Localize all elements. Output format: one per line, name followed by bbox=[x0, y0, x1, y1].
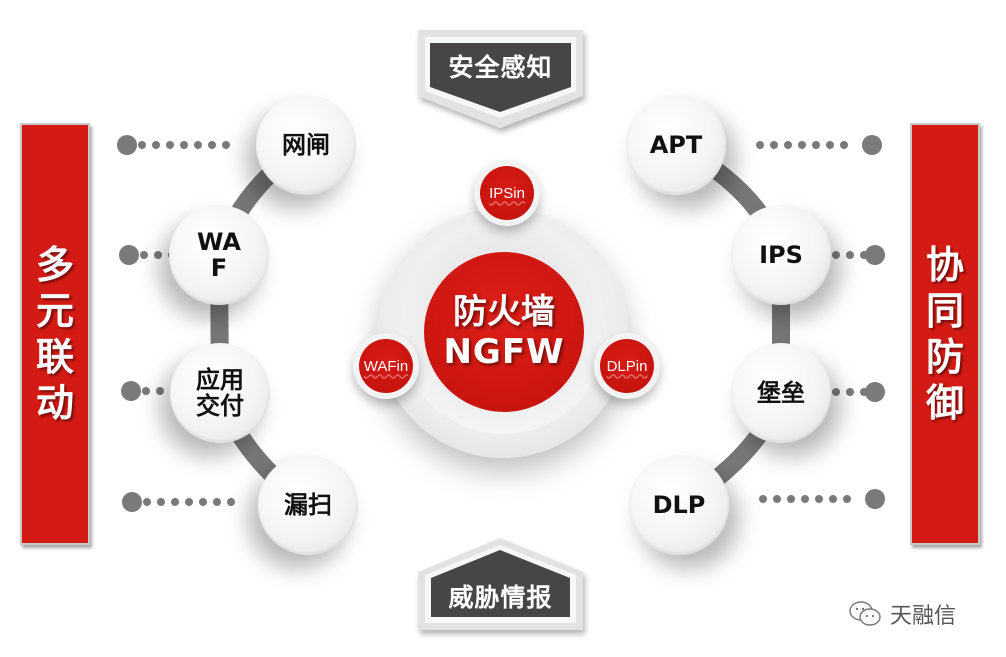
center-title-en: NGFW bbox=[443, 332, 565, 372]
node-label: 应用交付 bbox=[196, 366, 244, 420]
bottom-badge-shape bbox=[418, 538, 583, 630]
center-hub-ngfw: 防火墙 NGFW bbox=[424, 252, 584, 412]
bottom-badge-label: 威胁情报 bbox=[448, 583, 553, 612]
node-label: WAF bbox=[197, 228, 241, 282]
node-vulnerability-scan: 漏扫 bbox=[258, 455, 358, 555]
left-bar-multi-linkage: 多元联动 bbox=[20, 123, 90, 545]
node-label: 漏扫 bbox=[284, 491, 332, 519]
right-bar-collaborative-defense: 协同防御 bbox=[910, 123, 980, 545]
watermark-label: 天融信 bbox=[890, 604, 957, 629]
node-label: DLP bbox=[652, 491, 706, 519]
top-badge-label: 安全感知 bbox=[448, 53, 553, 82]
node-bastion: 堡垒 bbox=[731, 343, 831, 443]
right-dotted-leaders bbox=[756, 135, 885, 509]
node-label: 网闸 bbox=[282, 131, 330, 159]
satellite-label: IPSin bbox=[489, 184, 525, 202]
center-title-cn: 防火墙 bbox=[453, 292, 555, 332]
node-apt: APT bbox=[626, 95, 726, 195]
node-ips: IPS bbox=[731, 205, 831, 305]
right-bar-label: 协同防御 bbox=[925, 243, 964, 425]
top-badge-shape bbox=[418, 30, 583, 128]
node-dlp: DLP bbox=[629, 455, 729, 555]
node-label: IPS bbox=[759, 241, 803, 269]
wechat-icon bbox=[849, 601, 881, 626]
node-application-delivery: 应用交付 bbox=[170, 343, 270, 443]
left-bar-label: 多元联动 bbox=[35, 243, 74, 425]
satellite-wafin: WAFin bbox=[353, 333, 419, 399]
left-arc-connector bbox=[209, 137, 314, 513]
node-label: APT bbox=[649, 131, 703, 159]
satellite-dlpin: DLPin bbox=[594, 333, 660, 399]
satellite-label: DLPin bbox=[606, 357, 648, 375]
left-dotted-leaders bbox=[117, 135, 235, 512]
right-arc-connector bbox=[671, 137, 790, 513]
satellite-ipsin: IPSin bbox=[474, 160, 540, 226]
node-waf: WAF bbox=[169, 205, 269, 305]
node-label: 堡垒 bbox=[757, 379, 805, 407]
watermark: 天融信 bbox=[848, 598, 956, 630]
node-gatekeeper: 网闸 bbox=[256, 95, 356, 195]
satellite-label: WAFin bbox=[363, 357, 409, 375]
